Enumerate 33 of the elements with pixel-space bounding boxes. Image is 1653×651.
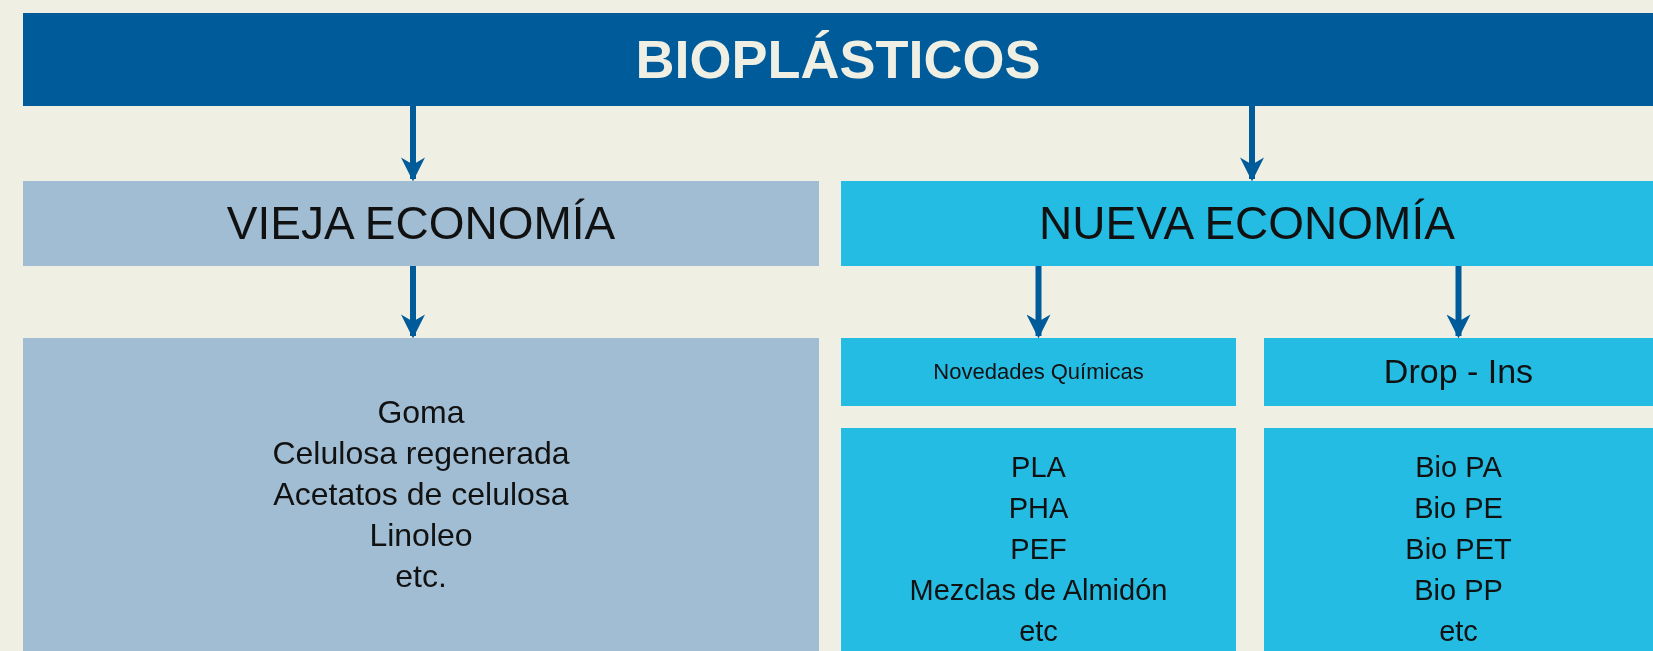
list-item: Linoleo (369, 515, 473, 555)
heading: Novedades Químicas (933, 359, 1144, 385)
arrow (1446, 266, 1471, 339)
list-item: etc (1019, 613, 1058, 649)
list-item: Mezclas de Almidón (909, 572, 1168, 608)
title: BIOPLÁSTICOS (635, 29, 1041, 90)
list-box (1264, 428, 1653, 651)
category-box (841, 181, 1653, 266)
list-item: PEF (1010, 532, 1067, 568)
arrow (1240, 106, 1264, 182)
list-item: etc. (395, 556, 447, 596)
arrow (1026, 266, 1051, 339)
heading: Drop - Ins (1383, 353, 1534, 391)
subcategory-box (841, 338, 1236, 406)
list-item: etc (1439, 613, 1478, 649)
list-item: Acetatos de celulosa (273, 475, 569, 514)
arrow (401, 266, 425, 339)
list-box (23, 338, 819, 651)
list-item: PHA (1008, 491, 1069, 527)
list-item: Goma (377, 393, 465, 433)
heading: NUEVA ECONOMÍA (1039, 198, 1455, 249)
heading: VIEJA ECONOMÍA (226, 198, 616, 249)
list-box (841, 428, 1236, 651)
arrow (401, 106, 425, 182)
list-item: PLA (1011, 450, 1066, 486)
list-item: Bio PA (1415, 450, 1502, 486)
list-item: Bio PP (1414, 572, 1503, 608)
subcategory-box (1264, 338, 1653, 406)
title-banner (23, 13, 1653, 106)
category-box (23, 181, 819, 266)
list-item: Bio PE (1414, 491, 1503, 527)
list-item: Celulosa regenerada (272, 434, 570, 474)
list-item: Bio PET (1405, 532, 1512, 568)
